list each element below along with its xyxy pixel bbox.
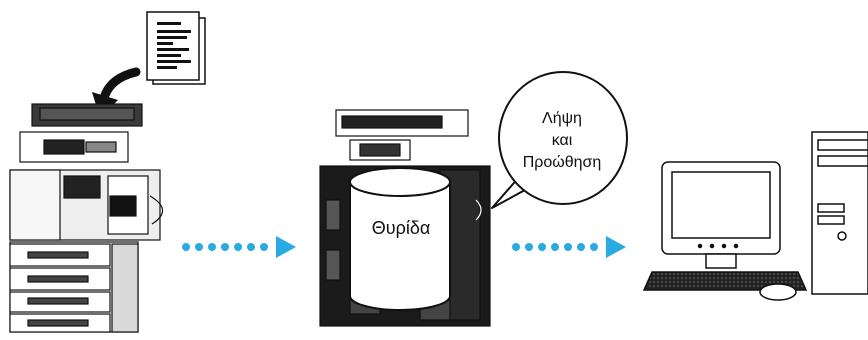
box-cylinder <box>350 168 450 310</box>
document-icon <box>147 12 205 84</box>
copier-icon <box>10 104 163 332</box>
bubble-label: Λήψη και Προώθηση <box>500 108 624 174</box>
box-label: Θυρίδα <box>356 218 446 239</box>
bubble-line: και <box>500 130 624 152</box>
transfer-arrow-icon <box>182 236 296 258</box>
bubble-line: Λήψη <box>500 108 624 130</box>
transfer-arrow-icon <box>512 236 626 258</box>
computer-icon <box>644 132 868 300</box>
bubble-line: Προώθηση <box>500 152 624 174</box>
